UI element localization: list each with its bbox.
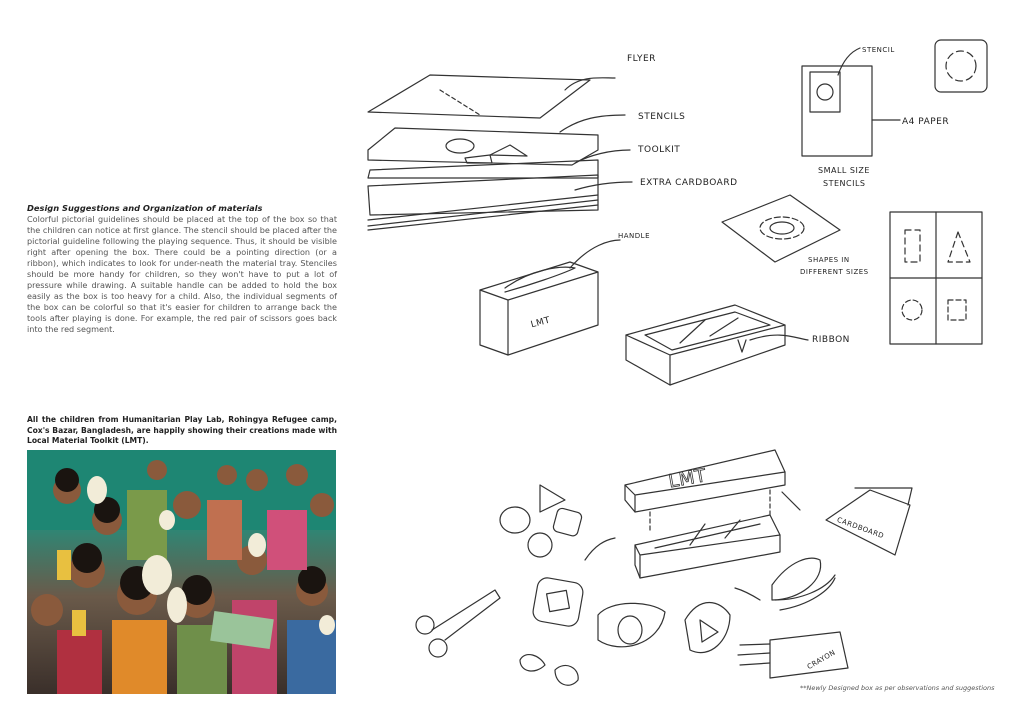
label-different-sizes: DIFFERENT SIZES bbox=[800, 268, 869, 276]
label-lmt-box: LMT bbox=[530, 316, 552, 331]
label-stencils-small: STENCILS bbox=[823, 179, 865, 188]
label-shapes-in: SHAPES IN bbox=[808, 256, 850, 264]
exploded-toolkit-sketch: FLYER STENCILS TOOLKIT EXTRA CARDBOARD bbox=[367, 54, 738, 231]
label-small-size: SMALL SIZE bbox=[818, 166, 870, 175]
description-heading: Design Suggestions and Organization of m… bbox=[27, 203, 263, 213]
children-photo bbox=[27, 450, 336, 694]
label-extra-cardboard: EXTRA CARDBOARD bbox=[640, 178, 738, 188]
label-handle: HANDLE bbox=[618, 232, 650, 240]
extra-cardboard-sketch bbox=[367, 174, 599, 216]
children-photo-illustration bbox=[27, 450, 336, 694]
photo-caption: All the children from Humanitarian Play … bbox=[27, 415, 337, 445]
flyer-sketch bbox=[367, 74, 591, 119]
round-stencil-card bbox=[934, 39, 988, 93]
tray-sketch: RIBBON bbox=[625, 304, 850, 386]
label-toolkit: TOOLKIT bbox=[637, 145, 680, 155]
label-ribbon: RIBBON bbox=[812, 335, 850, 345]
puzzle-stencils-sketch bbox=[889, 211, 983, 345]
a4-stencil-sketch: STENCIL A4 PAPER SMALL SIZE STENCILS bbox=[801, 39, 988, 188]
label-stencils: STENCILS bbox=[638, 112, 685, 122]
label-flyer: FLYER bbox=[627, 54, 656, 64]
stencils-sketch bbox=[367, 127, 599, 166]
design-description: Design Suggestions and Organization of m… bbox=[27, 203, 337, 335]
shape-stencil-card-sketch: SHAPES IN DIFFERENT SIZES bbox=[721, 194, 869, 276]
label-crayon: CRAYON bbox=[806, 648, 837, 671]
description-body: Colorful pictorial guidelines should be … bbox=[27, 214, 337, 334]
handle-box-sketch: HANDLE LMT bbox=[479, 232, 650, 356]
label-lmt-lid: LMT bbox=[667, 465, 709, 492]
footnote: **Newly Designed box as per observations… bbox=[800, 684, 995, 692]
label-a4-paper: A4 PAPER bbox=[902, 117, 949, 127]
flyer-arrow bbox=[564, 77, 616, 91]
label-cardboard: CARDBOARD bbox=[836, 516, 885, 540]
label-stencil: STENCIL bbox=[862, 46, 895, 54]
new-box-sketch: LMT CARDBOARD CRAYON bbox=[415, 449, 913, 686]
